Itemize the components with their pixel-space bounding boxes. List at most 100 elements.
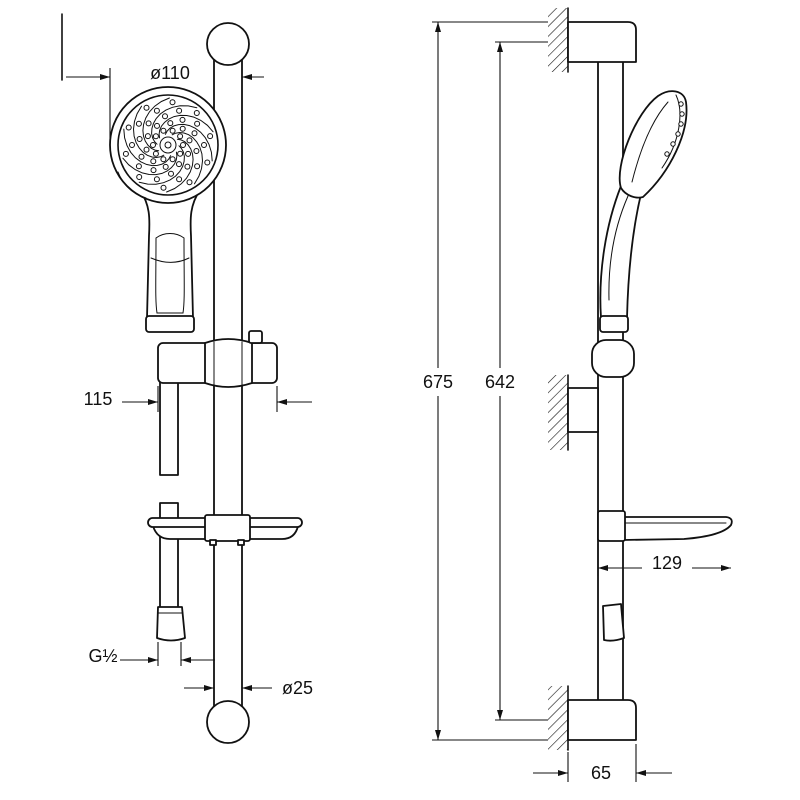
nozzle-dot xyxy=(194,163,201,170)
nozzle-dot xyxy=(168,170,174,177)
nozzle-dot xyxy=(193,148,200,154)
nozzle-dot xyxy=(191,130,198,137)
dimension-label: 129 xyxy=(652,553,682,573)
nozzle-dot xyxy=(162,113,168,120)
dimension-bracket-distance: 642 xyxy=(485,41,548,721)
soap-dish-front xyxy=(147,514,303,546)
holder-release-button xyxy=(248,330,263,344)
dimension-label: 642 xyxy=(485,372,515,392)
shower-head-chin xyxy=(117,171,147,199)
dimension-label: ø110 xyxy=(150,63,190,83)
spray-swirl-line xyxy=(132,105,165,159)
spray-swirl-line xyxy=(164,123,213,162)
dimension-holder-width: 115 xyxy=(84,386,312,412)
nozzle-dot xyxy=(145,120,152,127)
dimension-label: 115 xyxy=(84,389,113,409)
soap-dish-side xyxy=(622,516,733,541)
dimension-label: ø25 xyxy=(282,678,313,698)
nozzle-dot xyxy=(169,127,176,134)
shower-head-side-ridge xyxy=(631,101,669,183)
spray-swirl-line xyxy=(138,145,185,185)
nozzle-bump xyxy=(678,101,684,107)
handle-collar xyxy=(145,315,195,333)
spray-swirl-line xyxy=(142,97,170,152)
nozzle-dot xyxy=(125,124,132,131)
nozzle-dot xyxy=(136,174,143,180)
spray-swirl-line xyxy=(123,128,172,167)
slide-holder-side xyxy=(591,339,635,378)
nozzle-dot xyxy=(186,137,193,144)
dimension-rail-diameter: ø25 xyxy=(184,678,313,698)
nozzle-center-dot xyxy=(164,141,172,149)
spray-swirl-line xyxy=(122,151,178,176)
nozzle-bump xyxy=(678,121,684,127)
soap-dish-screw xyxy=(237,539,245,546)
nozzle-dot xyxy=(160,127,167,134)
nozzle-dot xyxy=(179,116,186,123)
nozzle-pattern xyxy=(122,99,214,191)
nozzle-dot xyxy=(144,133,151,140)
rail-bottom-end-cap xyxy=(206,700,250,744)
side-view: 675 642 129 65 xyxy=(423,7,733,783)
nozzle-dot xyxy=(162,163,169,170)
nozzle-dot xyxy=(150,158,157,165)
nozzle-dot xyxy=(204,159,211,166)
hose-upper xyxy=(159,380,179,476)
dimension-soap-dish-depth: 129 xyxy=(597,544,731,576)
dimension-hose-thread: G½ xyxy=(88,642,215,666)
dimension-label: 675 xyxy=(423,372,453,392)
hose-nut-side xyxy=(602,603,625,642)
shower-head-side xyxy=(618,90,688,199)
nozzle-dot xyxy=(176,107,183,114)
nozzle-dot xyxy=(153,176,160,183)
wall-hatch-bottom xyxy=(548,686,568,750)
nozzle-dot xyxy=(143,146,150,153)
handle-grip-line xyxy=(150,257,190,263)
shower-head-face xyxy=(117,94,219,196)
nozzle-dot xyxy=(176,161,182,168)
nozzle-dot xyxy=(177,150,184,157)
nozzle-bump xyxy=(679,111,685,117)
soap-dish-bracket xyxy=(204,514,251,542)
nozzle-bump xyxy=(675,131,681,137)
spray-swirl-line xyxy=(158,114,214,139)
nozzle-dot xyxy=(207,133,214,140)
nozzle-dot xyxy=(135,120,142,127)
nozzle-dot xyxy=(143,104,150,111)
hand-shower-handle xyxy=(139,189,201,319)
nozzle-bump xyxy=(664,151,670,157)
dimension-overall-height: 675 xyxy=(423,21,548,741)
nozzle-dot xyxy=(136,136,143,142)
spray-swirl-line xyxy=(171,131,204,185)
slide-holder-front xyxy=(157,330,278,388)
nozzle-dot xyxy=(154,122,160,129)
wall-hatch-top xyxy=(548,8,568,72)
dimension-wall-distance: 65 xyxy=(533,744,672,783)
nozzle-dot xyxy=(153,107,160,114)
dimension-label: 65 xyxy=(591,763,611,783)
nozzle-dot xyxy=(169,99,176,106)
nozzle-dot xyxy=(150,167,157,174)
hose-nut xyxy=(156,606,186,642)
nozzle-dot xyxy=(129,142,135,148)
rail-top-end-cap xyxy=(206,22,250,66)
nozzle-dot xyxy=(176,176,183,183)
nozzle-bump xyxy=(670,141,676,147)
nozzle-dot xyxy=(179,125,186,132)
nozzle-dot xyxy=(193,110,200,116)
wall-hatch-middle xyxy=(548,375,568,450)
front-view: ø110 115 G½ ø25 xyxy=(61,13,313,744)
nozzle-dot xyxy=(180,142,186,148)
shower-head-side-face xyxy=(661,94,681,169)
nozzle-dot xyxy=(138,153,145,160)
nozzle-dot xyxy=(152,150,159,157)
dimension-head-diameter: ø110 xyxy=(66,63,264,140)
spray-swirl-line xyxy=(166,138,194,193)
top-wall-bracket xyxy=(567,21,637,63)
holder-clamp xyxy=(204,338,253,388)
nozzle-dot xyxy=(186,179,193,186)
bottom-wall-bracket xyxy=(567,699,637,741)
nozzle-dot xyxy=(135,163,142,170)
nozzle-dot xyxy=(160,156,167,163)
